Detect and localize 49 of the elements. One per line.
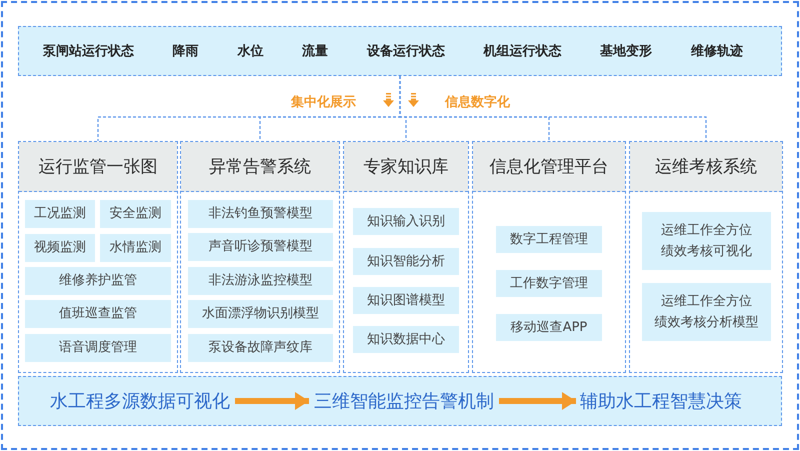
module-tile: 移动巡查APP: [496, 314, 602, 341]
column-header: 信息化管理平台: [473, 142, 625, 192]
module-tile: 维修养护监管: [25, 267, 171, 295]
module-tile: 运维工作全方位绩效考核可视化: [642, 212, 771, 270]
module-tile: 知识数据中心: [353, 326, 459, 353]
data-source-label: 设备运行状态: [366, 43, 445, 60]
outcome-text: 水工程多源数据可视化: [48, 388, 232, 414]
outcome-text: 辅助水工程智慧决策: [579, 388, 743, 414]
data-source-label: 机组运行状态: [484, 43, 562, 60]
column-header: 专家知识库: [344, 142, 468, 192]
outcome-text: 三维智能监控告警机制: [312, 388, 496, 414]
module-tile: 泵设备故障声纹库: [188, 334, 333, 362]
system-column: [343, 141, 469, 373]
module-tile: 水情监测: [100, 234, 171, 262]
module-tile: 语音调度管理: [25, 334, 171, 362]
connector-line: [399, 76, 707, 141]
system-column: [18, 141, 178, 373]
module-tile: 知识图谱模型: [353, 287, 459, 314]
module-tile: 水面漂浮物识别模型: [188, 300, 333, 328]
module-tile: 运维工作全方位绩效考核分析模型: [642, 283, 771, 341]
module-tile: 声音听诊预警模型: [188, 233, 333, 261]
module-tile: 工作数字管理: [496, 270, 602, 297]
module-tile: 视频监测: [25, 234, 95, 262]
module-tile: 知识输入识别: [353, 208, 459, 235]
arrow: [235, 392, 309, 410]
flow-label: 信息数字化: [445, 94, 510, 111]
module-tile: 安全监测: [100, 200, 171, 228]
module-tile: 值班巡查监管: [25, 300, 171, 328]
data-source-label: 降雨: [172, 43, 199, 60]
arrow: [499, 392, 576, 410]
column-header: 异常告警系统: [181, 142, 339, 192]
data-source-label: 流量: [302, 42, 328, 60]
system-column: [180, 141, 340, 373]
module-tile: 知识智能分析: [353, 248, 459, 275]
data-source-label: 水位: [237, 43, 264, 60]
module-tile: 工况监测: [25, 200, 95, 228]
column-header: 运行监管一张图: [19, 142, 177, 192]
flow-label: 集中化展示: [291, 94, 356, 111]
system-column: [629, 141, 783, 373]
module-tile: 非法钓鱼预警模型: [188, 200, 333, 228]
data-source-label: 泵闸站运行状态: [43, 43, 134, 60]
data-source-band: [18, 26, 782, 76]
summary-band: [18, 376, 782, 426]
system-column: [472, 141, 626, 373]
column-header: 运维考核系统: [630, 142, 782, 192]
module-tile: 数字工程管理: [496, 226, 602, 253]
data-source-label: 基地变形: [600, 42, 652, 60]
data-source-label: 维修轨迹: [690, 42, 743, 60]
module-tile: 非法游泳监控模型: [188, 267, 333, 295]
